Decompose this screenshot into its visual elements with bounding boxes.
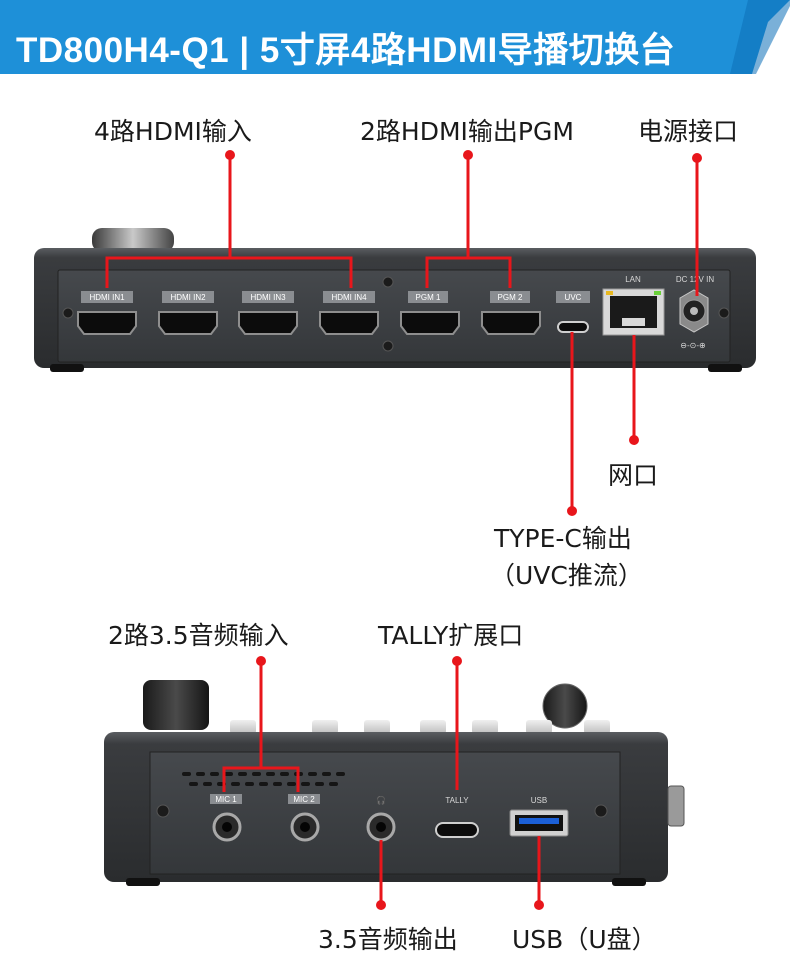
label-lan: LAN [625,275,641,284]
label-tab [490,291,530,303]
screw-icon [156,804,170,818]
banner-title: TD800H4-Q1 | 5寸屏4路HDMI导播切换台 [16,31,676,70]
svg-text:⊖-⊙-⊕: ⊖-⊙-⊕ [680,341,705,350]
callout-power: 电源接口 [638,117,739,146]
screw-icon [382,340,394,352]
label-pgm2: PGM 2 [498,293,523,302]
label-uvc: UVC [565,293,582,302]
label-mic2: MIC 2 [293,795,315,804]
rotary-knob-icon [143,680,209,730]
label-tab [288,794,320,804]
leader-dots [225,150,702,910]
label-tab [162,291,214,303]
label-tab [81,291,133,303]
hdmi-labels: HDMI IN1 HDMI IN2 HDMI IN3 HDMI IN4 PGM … [81,275,714,303]
top-button-icon [230,720,256,734]
usb-c-port-icon [557,321,589,333]
label-tab [323,291,375,303]
rear-foot-left [50,364,84,372]
hdmi-ports [77,311,541,335]
lan-port-icon [602,288,665,336]
label-tab [408,291,448,303]
rear-device: HDMI IN1 HDMI IN2 HDMI IN3 HDMI IN4 PGM … [34,228,756,372]
tbar-knob-icon [542,683,588,729]
callout-audio-input: 2路3.5音频输入 [108,621,289,650]
top-button-icon [420,720,446,734]
hdmi-port-icon [319,311,379,335]
hdmi-port-icon [158,311,218,335]
hdmi-port-icon [77,311,137,335]
side-device: MIC 1 MIC 2 🎧 TALLY USB [104,680,685,886]
callout-hdmi-input: 4路HDMI输入 [94,117,252,146]
label-pgm1: PGM 1 [416,293,441,302]
label-usb: USB [531,796,547,805]
label-mic1: MIC 1 [215,795,237,804]
dc-jack-icon: ⊖-⊙-⊕ [679,289,709,350]
label-tab [556,291,590,303]
banner-background [0,0,790,74]
usb-port-icon [509,809,569,837]
top-button-icon [526,720,552,734]
hdmi-port-icon [481,311,541,335]
top-button-icon [312,720,338,734]
top-button-icon [472,720,498,734]
callout-audio-output: 3.5音频输出 [318,925,458,954]
label-tab [242,291,294,303]
label-dc: DC 12V IN [676,275,714,284]
callout-typec-sub: （UVC推流） [490,561,643,590]
screw-icon [382,276,394,288]
side-connector-icon [667,785,685,827]
callout-usb: USB（U盘） [512,925,657,954]
callout-tally: TALLY扩展口 [378,621,524,650]
label-tally: TALLY [445,796,469,805]
tbar-lever [92,228,174,252]
audio-jacks [212,812,396,842]
side-foot-left [126,878,160,886]
rear-foot-right [708,364,742,372]
screw-icon [718,307,730,319]
top-button-icon [364,720,390,734]
title-banner: TD800H4-Q1 | 5寸屏4路HDMI导播切换台 [0,0,790,92]
leader-lines [105,155,699,904]
screw-icon [594,804,608,818]
label-tab [210,794,242,804]
hdmi-port-icon [238,311,298,335]
callout-hdmi-output: 2路HDMI输出PGM [360,117,574,146]
callout-lan: 网口 [608,461,659,490]
label-hdmi-in4: HDMI IN4 [331,293,367,302]
tally-port-icon [435,822,479,838]
side-foot-right [612,878,646,886]
label-hdmi-in3: HDMI IN3 [250,293,286,302]
callout-typec: TYPE-C输出 [494,524,632,553]
label-hdmi-in2: HDMI IN2 [170,293,206,302]
label-hdmi-in1: HDMI IN1 [89,293,125,302]
top-button-icon [584,720,610,734]
screw-icon [62,307,74,319]
headphone-icon: 🎧 [376,795,386,805]
hdmi-port-icon [400,311,460,335]
